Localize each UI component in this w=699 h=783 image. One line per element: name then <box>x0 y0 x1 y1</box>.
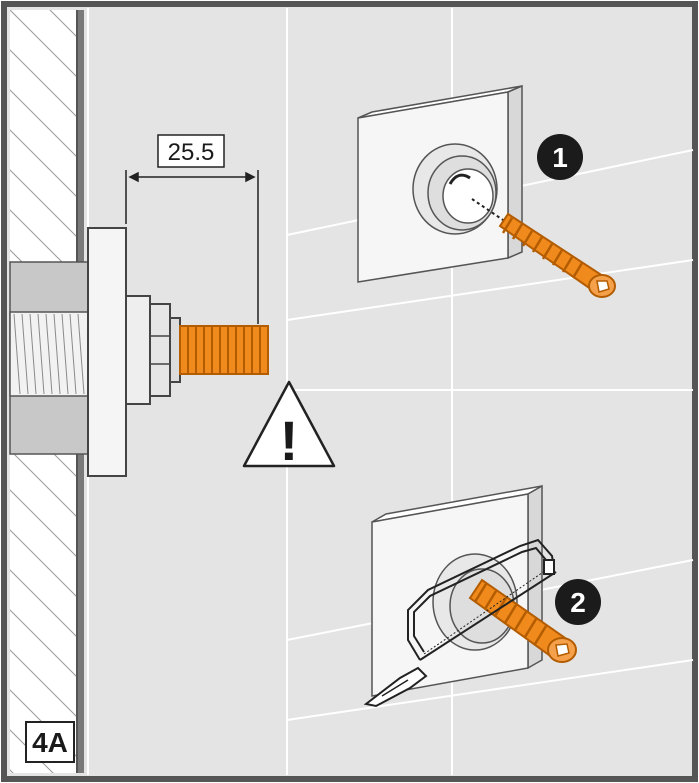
step-2-number: 2 <box>570 587 586 618</box>
valve-nut <box>149 303 171 397</box>
valve-body <box>125 295 151 405</box>
stem-threads <box>187 326 261 374</box>
step-2-badge <box>555 579 601 625</box>
step-1-illustration <box>357 84 616 298</box>
warning-triangle-icon <box>242 380 336 468</box>
threaded-stem-side <box>179 325 269 375</box>
insertion-path <box>471 198 507 223</box>
step-1-number: 1 <box>552 142 568 173</box>
dimension-box <box>157 134 225 168</box>
step-2-illustration <box>363 484 577 708</box>
panel-label: 4A <box>32 727 68 758</box>
wall-flange <box>87 227 127 477</box>
hacksaw-icon <box>407 538 557 661</box>
dimension-value: 25.5 <box>168 139 215 166</box>
panel-label-box <box>25 721 75 763</box>
pipe-threads <box>13 313 85 395</box>
warning-symbol: ! <box>280 409 299 472</box>
step-1-badge <box>537 134 583 180</box>
dimension-line <box>125 170 259 324</box>
valve-collar <box>169 317 181 383</box>
